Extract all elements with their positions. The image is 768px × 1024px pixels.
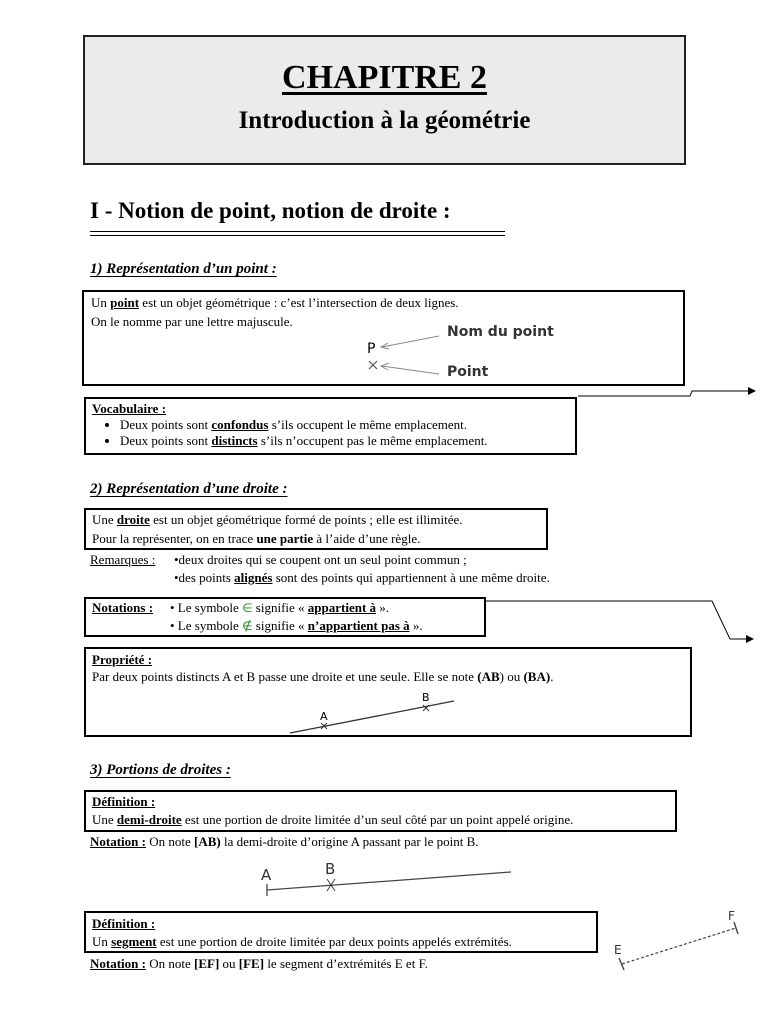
definition-title: Définition : <box>92 794 156 809</box>
segment-figure: E F <box>614 909 739 971</box>
vocabulary-list: Deux points sont confondus s’ils occupen… <box>86 417 488 449</box>
definition-title: Définition : <box>92 916 156 931</box>
belongs-symbol: ∈ <box>242 601 253 615</box>
half-line-figure: A B <box>261 860 512 896</box>
subsection-heading-point: 1) Représentation d’un point : <box>90 261 277 277</box>
point-letter: P <box>367 341 375 357</box>
notation-belongs: • Le symbole ∈ signifie « appartient à »… <box>170 600 390 615</box>
half-line-definition-text: Une demi-droite est une portion de droit… <box>92 812 574 827</box>
half-line-a-label: A <box>261 866 272 884</box>
chapter-title: CHAPITRE 2 <box>282 59 487 96</box>
segment-definition-box: Définition : Un segment est une portion … <box>84 911 598 953</box>
property-text: Par deux points distincts A et B passe u… <box>92 669 554 684</box>
property-box: Propriété : Par deux points distincts A … <box>84 647 692 737</box>
point-figure: P Nom du point Point <box>367 324 554 380</box>
notations-box: Notations : • Le symbole ∈ signifie « ap… <box>84 597 486 637</box>
remarks-label: Remarques : <box>90 552 156 567</box>
label-nom-du-point: Nom du point <box>447 324 554 340</box>
half-line-notation: Notation : On note [AB) la demi-droite d… <box>90 834 479 849</box>
notation-not-belongs: • Le symbole ∉ signifie « n’appartient p… <box>170 618 423 633</box>
property-title: Propriété : <box>92 652 153 667</box>
heading-underline <box>90 231 505 232</box>
segment-definition-text: Un segment est une portion de droite lim… <box>92 934 512 949</box>
vocabulary-box: Vocabulaire : Deux points sont confondus… <box>84 397 577 455</box>
chapter-subtitle: Introduction à la géométrie <box>238 107 531 134</box>
point-a-label: A <box>320 710 328 723</box>
segment-f-label: F <box>728 909 735 923</box>
line-definition-text: Une droite est un objet géométrique form… <box>92 512 463 527</box>
point-definition-text: Un point est un objet géométrique : c’es… <box>91 295 459 310</box>
line-definition-box: Une droite est un objet géométrique form… <box>84 508 548 550</box>
point-naming-text: On le nomme par une lettre majuscule. <box>91 314 293 329</box>
segment-e-label: E <box>614 943 622 957</box>
point-definition-box: Un point est un objet géométrique : c’es… <box>82 290 685 386</box>
connector-arrow <box>486 600 754 643</box>
line-ab-figure: A B <box>289 691 455 734</box>
half-line-b-label: B <box>325 860 335 878</box>
connector-arrow <box>578 387 756 397</box>
chapter-title-box: CHAPITRE 2 Introduction à la géométrie <box>83 35 686 165</box>
vocabulary-title: Vocabulaire : <box>92 401 167 416</box>
heading-underline <box>90 235 505 236</box>
point-b-label: B <box>422 691 430 704</box>
remark-2: •des points alignés sont des points qui … <box>174 570 550 585</box>
not-belongs-symbol: ∉ <box>242 619 253 633</box>
list-item: Deux points sont distincts s’ils n’occup… <box>120 433 488 449</box>
half-line-definition-box: Définition : Une demi-droite est une por… <box>84 790 677 832</box>
remark-1: •deux droites qui se coupent ont un seul… <box>174 552 467 567</box>
subsection-heading-portions: 3) Portions de droites : <box>90 762 231 778</box>
subsection-heading-line: 2) Représentation d’une droite : <box>90 481 288 497</box>
label-point: Point <box>447 364 489 380</box>
line-drawing-text: Pour la représenter, on en trace une par… <box>92 531 421 546</box>
notations-label: Notations : <box>92 600 154 615</box>
segment-notation: Notation : On note [EF] ou [FE] le segme… <box>90 956 429 971</box>
list-item: Deux points sont confondus s’ils occupen… <box>120 417 488 433</box>
section-heading: I - Notion de point, notion de droite : <box>90 198 451 223</box>
